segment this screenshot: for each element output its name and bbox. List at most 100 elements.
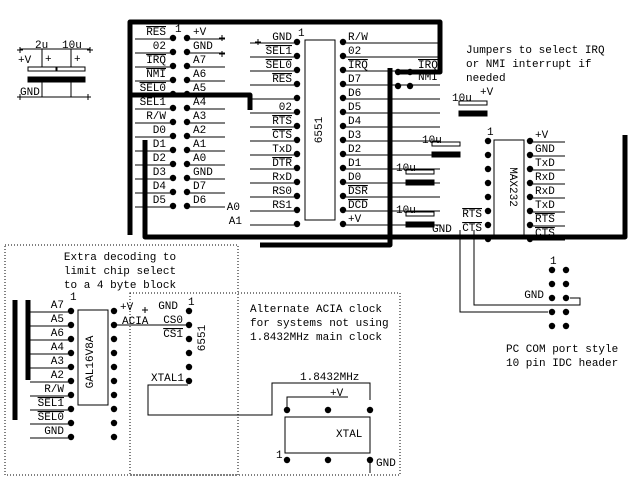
decoder-note: limit chip select (64, 266, 176, 278)
xtal-pin1: 1 (276, 450, 283, 462)
header-right-label: GND (193, 41, 213, 53)
max232-gnd: GND (432, 224, 452, 236)
gal-left-label: A4 (51, 342, 65, 354)
max232-pin-left (484, 137, 492, 145)
gal-pin-left (67, 349, 75, 357)
jumper-nmi-label: NMI (418, 72, 438, 84)
alt-clock-note: 1.8432MHz main clock (250, 332, 382, 344)
header-right-label: D7 (193, 181, 206, 193)
max232-name: MAX232 (506, 167, 518, 207)
acia-pin-right (339, 220, 347, 228)
gal16v8a-name: GAL16V8A (85, 335, 97, 388)
idc-pin (548, 322, 556, 330)
idc-note: 10 pin IDC header (506, 358, 618, 370)
acia-pin-left (293, 136, 301, 144)
acia-pin-right (339, 150, 347, 158)
alt-clock-region (129, 292, 401, 476)
acia-gnd-label: GND (158, 301, 178, 313)
max232-pin-right (526, 235, 534, 243)
idc-wire (473, 230, 581, 306)
acia-pin-right (339, 38, 347, 46)
gal-pin-right (110, 335, 118, 343)
header-pin-right (183, 160, 191, 168)
max232-right-label: GND (535, 144, 555, 156)
max232-rts-label: RTS (462, 209, 482, 221)
acia-right-label: 02 (348, 46, 361, 58)
gal-pin1: 1 (70, 292, 77, 304)
max232-pin-right (526, 221, 534, 229)
xtal1-label: XTAL1 (151, 373, 184, 385)
header-right-label: A7 (193, 55, 206, 67)
header-pin-left (169, 174, 177, 182)
max232-right-label: TxD (535, 200, 555, 212)
header-pin-left (169, 104, 177, 112)
acia-left-label: RTS (272, 116, 292, 128)
acia-right-label: D5 (348, 102, 361, 114)
max232-pin-right (526, 179, 534, 187)
acia-pin-left (293, 122, 301, 130)
gal-left-label: GND (44, 426, 64, 438)
acia-pin-left (293, 94, 301, 102)
max232-right-label: TxD (535, 158, 555, 170)
max232-pin-left (484, 235, 492, 243)
decoder-note: Extra decoding to (64, 252, 176, 264)
acia-mini-pin (185, 349, 193, 357)
acia-6551-body (304, 39, 336, 221)
gal-pin-right (110, 307, 118, 315)
acia-pin-right (339, 108, 347, 116)
acia-pin-right (339, 192, 347, 200)
cap-value-10u: 10u (62, 40, 82, 52)
idc-pin (562, 280, 570, 288)
acia-pin-right (339, 164, 347, 172)
max232-pin-left (484, 179, 492, 187)
idc-gnd-label: GND (524, 290, 544, 302)
acia-right-label: IRQ (348, 60, 368, 72)
header-right-label: A3 (193, 111, 206, 123)
xtal-vplus-wire (286, 396, 348, 407)
max232-right-label: CTS (535, 228, 555, 240)
idc-pin (562, 294, 570, 302)
header-left-label: IRQ (146, 55, 166, 67)
acia-left-label: CTS (272, 130, 292, 142)
header-pin-right (183, 132, 191, 140)
idc-pin (548, 294, 556, 302)
acia-pin-right (339, 80, 347, 88)
header-pin-left (169, 90, 177, 98)
gal-pin-right (110, 377, 118, 385)
header-left-label: D3 (153, 167, 166, 179)
acia-left-label: RES (272, 74, 292, 86)
header-left-label: RES (146, 27, 166, 39)
acia-left-label: TxD (272, 144, 292, 156)
header-left-label: 02 (153, 41, 166, 53)
header-pin-right (183, 188, 191, 196)
gal-pin-left (67, 419, 75, 427)
alt-clock-note: for systems not using (250, 318, 389, 330)
cap-value-2u: 2u (35, 40, 48, 52)
acia-mini-pin (185, 321, 193, 329)
acia-pin-right (339, 66, 347, 74)
header-pin-right (183, 118, 191, 126)
acia-mini-pin (185, 363, 193, 371)
jumper-note: Jumpers to select IRQ (466, 45, 605, 57)
max232-pin-right (526, 151, 534, 159)
acia-pin-right (339, 52, 347, 60)
bus-right (260, 68, 393, 248)
idc-pin (562, 308, 570, 316)
gal-pin-right (110, 391, 118, 399)
acia-left-label: RS1 (272, 200, 292, 212)
xtal-gnd: GND (376, 458, 396, 470)
gal-pin-left (67, 321, 75, 329)
header-right-label: +V (193, 27, 207, 39)
header-left-label: NMI (146, 69, 166, 81)
acia-pin-left (293, 206, 301, 214)
acia-mini-pin (185, 377, 193, 385)
max232-vplus: +V (480, 87, 494, 99)
max232-pin1: 1 (487, 127, 494, 139)
acia-right-label: D4 (348, 116, 362, 128)
header-left-label: D5 (153, 195, 166, 207)
max232-pin-left (484, 151, 492, 159)
header-left-label: D2 (153, 153, 166, 165)
idc-pin (562, 322, 570, 330)
gal-pin-left (67, 391, 75, 399)
gal-left-label: A2 (51, 370, 64, 382)
